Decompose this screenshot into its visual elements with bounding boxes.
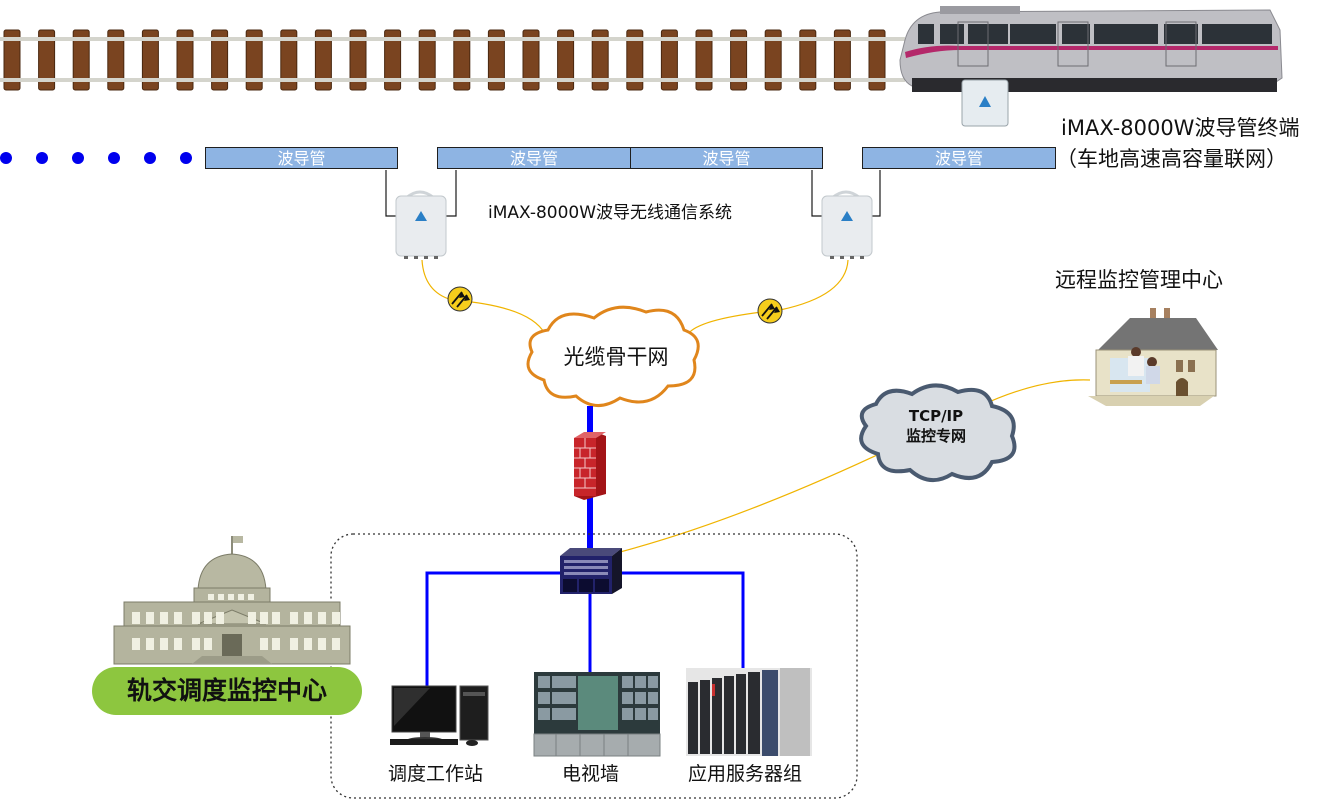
core-switch-icon <box>560 548 622 594</box>
continuation-dots <box>0 152 192 164</box>
building-window <box>146 638 154 650</box>
rail-tie <box>314 29 332 91</box>
waveguide-segment: 波导管 <box>862 147 1056 169</box>
fiber-converter-right <box>757 298 783 324</box>
rail-tie <box>626 29 644 91</box>
building-window <box>216 612 224 624</box>
rail-tie <box>487 29 505 91</box>
private-network-line1: TCP/IP <box>908 407 964 425</box>
building-window <box>272 612 280 624</box>
dome-window <box>218 594 224 600</box>
rail-tie <box>141 29 159 91</box>
building-window <box>290 638 298 650</box>
rail-tie <box>833 29 851 91</box>
waveguide-system-label: iMAX-8000W波导无线通信系统 <box>488 203 733 223</box>
rail-tie <box>38 29 56 91</box>
rail-tie <box>349 29 367 91</box>
metro-train <box>899 6 1283 92</box>
building-window <box>318 612 326 624</box>
waveguide-segment: 波导管 <box>205 147 398 169</box>
rail-tie <box>799 29 817 91</box>
rail-tie <box>211 29 229 91</box>
rail-tie <box>176 29 194 91</box>
fiber-converter-left <box>447 286 473 312</box>
backbone-label: 光缆骨干网 <box>563 345 669 369</box>
device-label-workstation: 调度工作站 <box>388 763 484 785</box>
rail-tie <box>730 29 748 91</box>
continuation-dot <box>72 152 84 164</box>
building-window <box>332 612 340 624</box>
building-window <box>304 612 312 624</box>
rail-tie <box>107 29 125 91</box>
continuation-dot <box>180 152 192 164</box>
dome-window <box>248 594 254 600</box>
rail-tie <box>245 29 263 91</box>
train-terminal-device <box>961 79 1009 127</box>
rail-tie <box>384 29 402 91</box>
rail-tie <box>72 29 90 91</box>
device-label-video-wall: 电视墙 <box>562 763 620 785</box>
private-network-label: TCP/IP 监控专网 <box>876 406 996 446</box>
backbone-cloud <box>526 305 700 407</box>
server-rack-icon <box>686 668 812 756</box>
private-network-cloud <box>859 383 1017 482</box>
rail-tie <box>695 29 713 91</box>
building-window <box>248 612 256 624</box>
wireless-ap-right <box>821 190 873 259</box>
private-network-line2: 监控专网 <box>905 427 966 445</box>
dome-window <box>228 594 234 600</box>
building-window <box>174 612 182 624</box>
rail <box>0 78 905 82</box>
building-window <box>318 638 326 650</box>
dome-window <box>238 594 244 600</box>
building-window <box>192 612 200 624</box>
continuation-dot <box>0 152 12 164</box>
remote-center-label: 远程监控管理中心 <box>1055 268 1223 292</box>
rail-tie <box>453 29 471 91</box>
continuation-dot <box>144 152 156 164</box>
firewall-icon <box>574 432 606 500</box>
building-window <box>204 638 212 650</box>
rail-tie <box>522 29 540 91</box>
dispatch-center-boundary <box>330 533 858 799</box>
building-window <box>260 612 268 624</box>
video-wall-icon <box>533 672 661 757</box>
rail-tie <box>591 29 609 91</box>
wireless-ap-left <box>395 190 447 259</box>
continuation-dot <box>36 152 48 164</box>
rail-tie <box>280 29 298 91</box>
rail-tie <box>764 29 782 91</box>
continuation-dot <box>108 152 120 164</box>
building-window <box>132 612 140 624</box>
dispatch-center-label: 轨交调度监控中心 <box>92 667 362 715</box>
building-window <box>260 638 268 650</box>
building-window <box>192 638 200 650</box>
waveguide-segment: 波导管 <box>437 147 631 169</box>
rail-tie <box>418 29 436 91</box>
rail <box>0 37 905 41</box>
train-terminal-subtitle: （车地高速高容量联网） <box>1056 147 1287 171</box>
building-window <box>204 612 212 624</box>
dispatch-building-icon <box>113 536 351 665</box>
waveguide-segment: 波导管 <box>630 147 823 169</box>
rail-tie <box>3 29 21 91</box>
workstation-icon <box>390 685 489 746</box>
building-window <box>272 638 280 650</box>
building-window <box>160 638 168 650</box>
device-label-server-group: 应用服务器组 <box>688 763 803 785</box>
building-window <box>332 638 340 650</box>
building-window <box>290 612 298 624</box>
building-window <box>174 638 182 650</box>
dome-window <box>208 594 214 600</box>
building-window <box>132 638 140 650</box>
rail-tie <box>557 29 575 91</box>
train-terminal-title: iMAX-8000W波导管终端 <box>1061 116 1300 140</box>
rail-tie <box>660 29 678 91</box>
remote-center-house-icon <box>1088 308 1218 406</box>
building-window <box>146 612 154 624</box>
railway-track <box>0 29 905 91</box>
building-window <box>160 612 168 624</box>
building-window <box>304 638 312 650</box>
rail-tie <box>868 29 886 91</box>
